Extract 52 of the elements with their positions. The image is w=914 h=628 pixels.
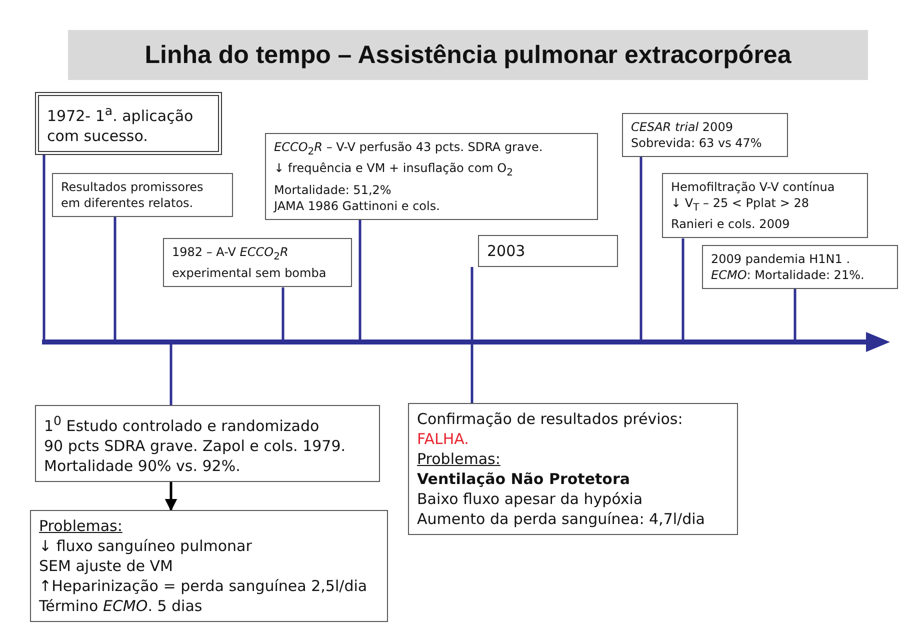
connector-line — [42, 155, 46, 340]
event-box — [35, 405, 380, 482]
event-text: Baixo fluxo apesar da hypóxia — [417, 489, 644, 509]
connector-line — [282, 287, 284, 340]
event-text: 1972- 1$^{a}$. aplicação com sucesso. — [47, 102, 194, 146]
event-text: ↓ fluxo sanguíneo pulmonar — [39, 536, 253, 556]
connector-line — [470, 267, 474, 340]
event-text: ECCO$_{2}$R – V-V perfusão 43 pcts. SDRA grave. — [274, 139, 544, 160]
event-box — [478, 235, 618, 267]
event-box — [408, 403, 738, 535]
event-text: Problemas: — [39, 516, 124, 536]
event-text: Aumento da perda sanguínea: 4,7l/dia — [417, 509, 706, 529]
event-text: SEM ajuste de VM — [39, 556, 174, 576]
event-text: ↓ V$_{T}$ – 25 < Pplat > 28 — [671, 195, 810, 216]
event-text: 2003 — [487, 241, 526, 261]
event-text: Problemas: — [417, 449, 502, 469]
connector-line — [114, 217, 116, 340]
event-text: Término ECMO. 5 dias — [39, 596, 204, 616]
event-text: 2009 pandemia H1N1 . — [711, 251, 852, 267]
event-box — [662, 173, 868, 238]
connector-line — [170, 344, 172, 405]
event-text: ↑Heparinização = perda sanguínea 2,5l/dia — [39, 576, 368, 596]
event-text: CESAR trial 2009 — [631, 119, 734, 135]
event-text: ECMO: Mortalidade: 21%. — [711, 267, 866, 283]
connector-line — [470, 344, 474, 403]
event-box — [622, 113, 788, 157]
event-box — [30, 510, 388, 622]
event-text: ↓ frequência e VM + insuflação com O$_{2}$ — [274, 160, 514, 181]
event-text: Sobrevida: 63 vs 47% — [631, 135, 763, 151]
event-box — [702, 245, 898, 289]
connector-line — [358, 220, 362, 340]
event-text: 1982 – A-V ECCO$_{2}$R experimental sem bomba — [172, 244, 328, 282]
event-text: JAMA 1986 Gattinoni e cols. — [274, 198, 441, 214]
event-text: Ventilação Não Protetora — [417, 469, 631, 489]
event-text: FALHA. — [417, 429, 470, 449]
connector-line — [682, 238, 684, 340]
event-text: 1$^{0}$ Estudo controlado e randomizado — [44, 412, 320, 436]
event-box — [52, 173, 233, 217]
event-text: Confirmação de resultados prévios: — [417, 409, 684, 429]
event-box — [163, 238, 352, 288]
event-box — [265, 133, 598, 220]
event-text: Ranieri e cols. 2009 — [671, 216, 791, 232]
event-text: Hemofiltração V-V contínua — [671, 179, 836, 195]
connector-line — [794, 289, 796, 340]
title-banner: Linha do tempo – Assistência pulmonar extracorpórea — [68, 30, 868, 80]
event-text: Mortalidade 90% vs. 92%. — [44, 456, 242, 476]
arrow — [164, 482, 178, 512]
event-text: Resultados promissores em diferentes relatos. — [61, 179, 204, 211]
connector-line — [640, 157, 642, 340]
event-box — [35, 92, 222, 155]
event-text: 90 pcts SDRA grave. Zapol e cols. 1979. — [44, 436, 347, 456]
event-text: Mortalidade: 51,2% — [274, 182, 392, 198]
